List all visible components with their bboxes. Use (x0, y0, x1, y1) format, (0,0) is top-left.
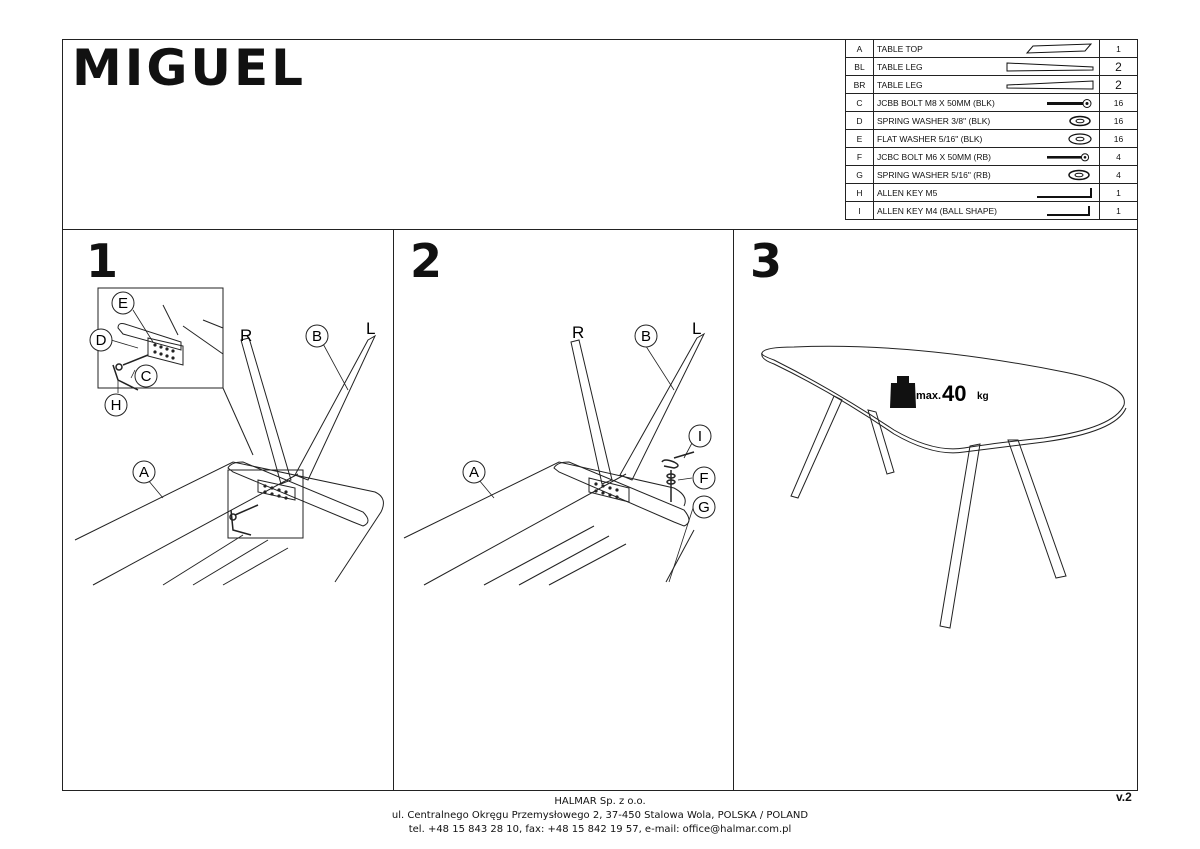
callout-a: A (139, 464, 149, 481)
part-name: JCBB BOLT M8 X 50MM (BLK) (877, 97, 995, 108)
callout-i: I (698, 428, 702, 445)
label-r: R (572, 323, 584, 342)
part-qty: 16 (1099, 111, 1138, 130)
part-description: SPRING WASHER 5/16" (RB) (873, 165, 1100, 184)
part-code: G (845, 165, 874, 184)
allen-key-icon (661, 451, 695, 469)
callout-f: F (699, 470, 708, 487)
part-name: TABLE LEG (877, 79, 923, 90)
part-row-f: F JCBC BOLT M6 X 50MM (RB) 4 (845, 147, 1138, 166)
part-name: SPRING WASHER 5/16" (RB) (877, 169, 991, 180)
part-qty: 16 (1099, 129, 1138, 148)
part-qty: 4 (1099, 165, 1138, 184)
part-name: SPRING WASHER 3/8" (BLK) (877, 115, 991, 126)
part-code: BL (845, 57, 874, 76)
callout-h: H (111, 397, 122, 414)
weight-unit: kg (977, 391, 989, 402)
divider-step-1-2 (393, 229, 394, 791)
part-name: JCBC BOLT M6 X 50MM (RB) (877, 151, 991, 162)
part-qty: 2 (1099, 75, 1138, 94)
table-leg-icon (1006, 80, 1094, 90)
footer-contact: tel. +48 15 843 28 10, fax: +48 15 842 1… (408, 824, 792, 835)
part-description: TABLE LEG (873, 75, 1100, 94)
step-2-illustration: I B A F G R L (403, 319, 716, 586)
spring-washer-icon (1068, 169, 1090, 181)
product-title: MIGUEL (72, 39, 307, 97)
part-row-i: I ALLEN KEY M4 (BALL SHAPE) 1 (845, 201, 1138, 220)
part-qty: 2 (1099, 57, 1138, 76)
part-description: JCBC BOLT M6 X 50MM (RB) (873, 147, 1100, 166)
table-top-icon (1025, 43, 1093, 54)
callout-g: G (698, 499, 710, 516)
part-code: F (845, 147, 874, 166)
part-row-e: E FLAT WASHER 5/16" (BLK) 16 (845, 129, 1138, 148)
allen-key-icon (1037, 188, 1092, 198)
divider-horizontal (62, 229, 1138, 230)
part-row-h: H ALLEN KEY M5 1 (845, 183, 1138, 202)
label-r: R (240, 326, 252, 345)
callout-b: B (641, 328, 651, 345)
weight-icon (890, 376, 916, 408)
sheet-frame (62, 39, 1138, 791)
part-row-br: BR TABLE LEG 2 (845, 75, 1138, 94)
part-code: H (845, 183, 874, 202)
bolt-icon (666, 470, 676, 502)
part-qty: 1 (1099, 183, 1138, 202)
part-name: ALLEN KEY M5 (877, 187, 938, 198)
table-leg-icon (1006, 62, 1094, 72)
document-version: v.2 (1116, 790, 1132, 804)
part-qty: 1 (1099, 201, 1138, 220)
weight-prefix: max. (916, 390, 941, 402)
step-2-number: 2 (410, 234, 443, 288)
allen-key-icon (229, 504, 259, 536)
weight-value: 40 (942, 381, 966, 406)
spring-washer-icon (1069, 115, 1091, 127)
part-description: FLAT WASHER 5/16" (BLK) (873, 129, 1100, 148)
part-name: TABLE LEG (877, 61, 923, 72)
callout-b: B (312, 328, 322, 345)
part-description: TABLE LEG (873, 57, 1100, 76)
footer-company: HALMAR Sp. z o.o. (554, 796, 646, 807)
part-description: ALLEN KEY M4 (BALL SHAPE) (873, 201, 1100, 220)
part-description: ALLEN KEY M5 (873, 183, 1100, 202)
bolt-icon (1047, 153, 1090, 162)
part-qty: 1 (1099, 39, 1138, 58)
step-1-illustration: E D C H B A R L (74, 287, 384, 586)
part-code: I (845, 201, 874, 220)
part-code: A (845, 39, 874, 58)
part-row-d: D SPRING WASHER 3/8" (BLK) 16 (845, 111, 1138, 130)
part-qty: 16 (1099, 93, 1138, 112)
part-description: SPRING WASHER 3/8" (BLK) (873, 111, 1100, 130)
part-row-a: A TABLE TOP 1 (845, 39, 1138, 58)
allen-key-icon (1047, 206, 1090, 216)
label-l: L (692, 319, 701, 338)
callout-d: D (96, 332, 107, 349)
step-3-illustration: max. 40 kg (761, 345, 1127, 629)
step-3-number: 3 (750, 234, 783, 288)
part-description: TABLE TOP (873, 39, 1100, 58)
part-name: TABLE TOP (877, 43, 923, 54)
flat-washer-icon (1068, 133, 1092, 145)
callout-a: A (469, 464, 479, 481)
part-code: BR (845, 75, 874, 94)
label-l: L (366, 319, 375, 338)
step-1-number: 1 (86, 234, 119, 288)
part-name: FLAT WASHER 5/16" (BLK) (877, 133, 983, 144)
divider-step-2-3 (733, 229, 734, 791)
parts-list-table: A TABLE TOP 1 BL TABLE LEG 2 BR TABLE LE… (845, 39, 1138, 220)
part-row-c: C JCBB BOLT M8 X 50MM (BLK) 16 (845, 93, 1138, 112)
part-name: ALLEN KEY M4 (BALL SHAPE) (877, 205, 997, 216)
part-row-g: G SPRING WASHER 5/16" (RB) 4 (845, 165, 1138, 184)
bolt-icon (1047, 99, 1092, 108)
callout-e: E (118, 295, 128, 312)
part-row-bl: BL TABLE LEG 2 (845, 57, 1138, 76)
part-code: D (845, 111, 874, 130)
part-qty: 4 (1099, 147, 1138, 166)
part-code: E (845, 129, 874, 148)
part-code: C (845, 93, 874, 112)
part-description: JCBB BOLT M8 X 50MM (BLK) (873, 93, 1100, 112)
footer-address: ul. Centralnego Okręgu Przemysłowego 2, … (391, 810, 809, 821)
callout-c: C (141, 368, 152, 385)
